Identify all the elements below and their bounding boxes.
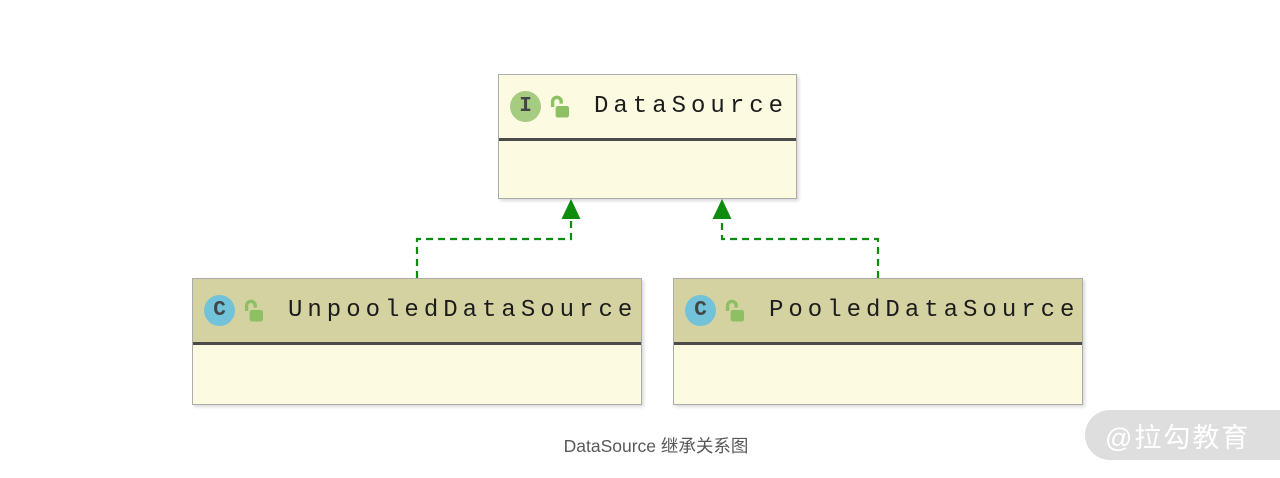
watermark-badge: @拉勾教育 <box>1085 410 1280 460</box>
node-name: PooledDataSource <box>769 297 1080 324</box>
watermark-text: @拉勾教育 <box>1105 422 1251 453</box>
public-open-lock-icon <box>725 299 744 322</box>
diagram-caption: DataSource 继承关系图 <box>563 436 749 456</box>
class-node-unpooleddatasource: C UnpooledDataSource <box>192 278 642 405</box>
class-node-pooleddatasource: C PooledDataSource <box>673 278 1083 405</box>
class-badge-icon: C <box>204 295 235 326</box>
node-header: C UnpooledDataSource <box>193 279 641 345</box>
node-name: UnpooledDataSource <box>288 297 638 324</box>
node-members-section <box>499 141 796 198</box>
public-open-lock-icon <box>550 95 569 118</box>
class-badge-icon: C <box>685 295 716 326</box>
node-header: I DataSource <box>499 75 796 141</box>
node-name: DataSource <box>594 93 789 120</box>
implements-arrow-pooled-to-datasource <box>712 199 880 278</box>
node-members-section <box>193 345 641 404</box>
implements-arrow-unpooled-to-datasource <box>415 199 581 278</box>
interface-node-datasource: I DataSource <box>498 74 797 199</box>
node-members-section <box>674 345 1082 404</box>
public-open-lock-icon <box>244 299 263 322</box>
node-header: C PooledDataSource <box>674 279 1082 345</box>
interface-badge-icon: I <box>510 91 541 122</box>
